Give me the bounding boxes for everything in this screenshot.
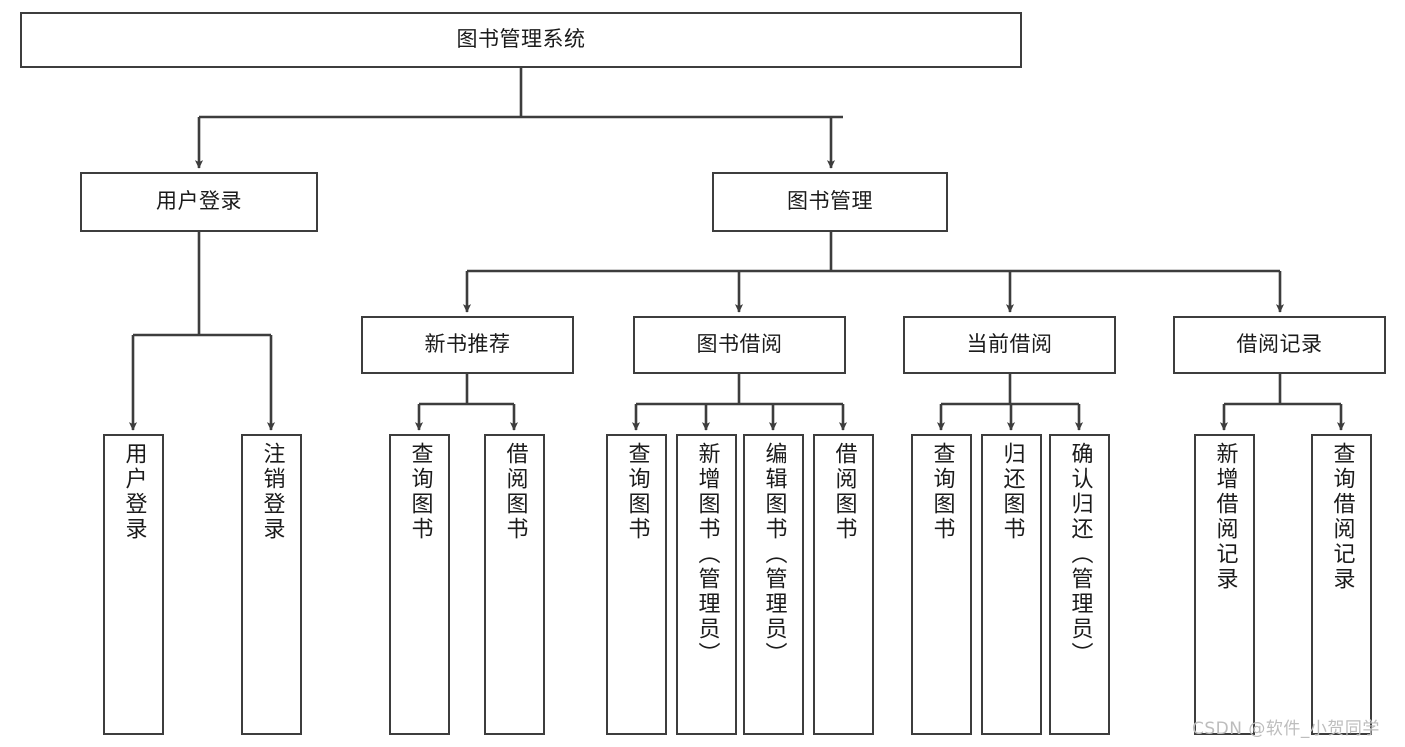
node-new-book-recommend[interactable]: 新书推荐 (361, 316, 574, 374)
node-leaf-query-book-1-label: 查询图书 (407, 442, 433, 542)
node-borrow-record-label: 借阅记录 (1236, 332, 1323, 357)
node-book-borrow[interactable]: 图书借阅 (633, 316, 846, 374)
node-leaf-query-book-3-label: 查询图书 (929, 442, 955, 542)
node-leaf-add-book[interactable]: 新增图书（管理员） (676, 434, 737, 735)
node-leaf-edit-book[interactable]: 编辑图书（管理员） (743, 434, 804, 735)
node-leaf-borrow-book-2-label: 借阅图书 (831, 442, 857, 542)
node-leaf-borrow-book-1-label: 借阅图书 (502, 442, 528, 542)
node-leaf-add-book-label: 新增图书（管理员） (694, 442, 720, 667)
node-leaf-user-login-label: 用户登录 (121, 442, 147, 542)
node-user-login-label: 用户登录 (156, 189, 242, 214)
node-leaf-query-borrow-record[interactable]: 查询借阅记录 (1311, 434, 1372, 735)
node-root-label: 图书管理系统 (456, 27, 586, 52)
node-leaf-user-login[interactable]: 用户登录 (103, 434, 164, 735)
node-book-borrow-label: 图书借阅 (696, 332, 783, 357)
node-leaf-logout-login-label: 注销登录 (259, 442, 285, 542)
node-new-book-recommend-label: 新书推荐 (424, 332, 511, 357)
node-leaf-borrow-book-1[interactable]: 借阅图书 (484, 434, 545, 735)
node-leaf-query-book-1[interactable]: 查询图书 (389, 434, 450, 735)
node-leaf-confirm-return-label: 确认归还（管理员） (1067, 442, 1093, 667)
node-current-borrow[interactable]: 当前借阅 (903, 316, 1116, 374)
node-user-login[interactable]: 用户登录 (80, 172, 318, 232)
node-leaf-query-book-2-label: 查询图书 (624, 442, 650, 542)
node-leaf-edit-book-label: 编辑图书（管理员） (761, 442, 787, 667)
node-book-manage-label: 图书管理 (787, 189, 873, 214)
node-leaf-query-borrow-record-label: 查询借阅记录 (1329, 442, 1355, 592)
node-book-manage[interactable]: 图书管理 (712, 172, 948, 232)
node-leaf-return-book[interactable]: 归还图书 (981, 434, 1042, 735)
node-leaf-query-book-3[interactable]: 查询图书 (911, 434, 972, 735)
node-leaf-logout-login[interactable]: 注销登录 (241, 434, 302, 735)
node-leaf-add-borrow-record-label: 新增借阅记录 (1212, 442, 1238, 592)
node-root[interactable]: 图书管理系统 (20, 12, 1022, 68)
node-leaf-borrow-book-2[interactable]: 借阅图书 (813, 434, 874, 735)
node-leaf-confirm-return[interactable]: 确认归还（管理员） (1049, 434, 1110, 735)
node-borrow-record[interactable]: 借阅记录 (1173, 316, 1386, 374)
csdn-watermark: CSDN @软件_小贺同学 (1192, 719, 1380, 739)
node-leaf-return-book-label: 归还图书 (999, 442, 1025, 542)
node-leaf-query-book-2[interactable]: 查询图书 (606, 434, 667, 735)
node-leaf-add-borrow-record[interactable]: 新增借阅记录 (1194, 434, 1255, 735)
node-current-borrow-label: 当前借阅 (966, 332, 1053, 357)
